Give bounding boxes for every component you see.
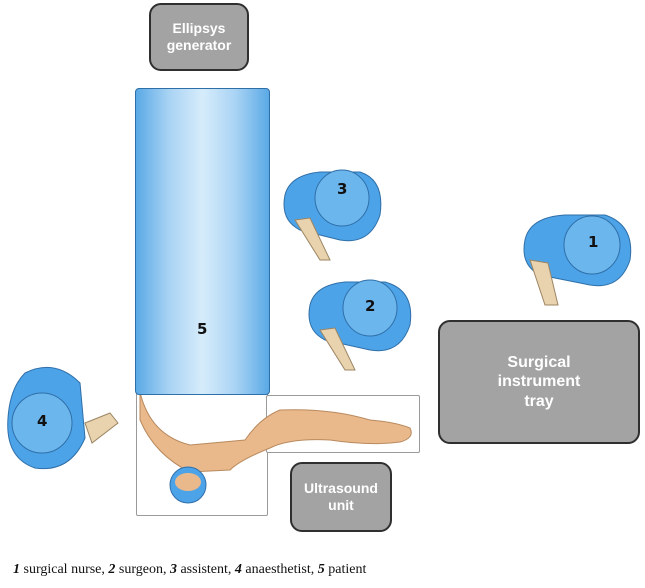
legend-num-5: 5 — [317, 562, 325, 577]
legend-text-5: patient — [324, 562, 367, 577]
patient-body-illustration — [139, 391, 412, 504]
patient-number-5: 5 — [197, 320, 208, 338]
generator-label-line2: generator — [166, 37, 232, 53]
legend-text-2: surgeon, — [115, 562, 170, 577]
surgeon-number-2: 2 — [365, 297, 376, 315]
assistant-figure — [283, 169, 382, 261]
legend-num-3: 3 — [169, 562, 177, 577]
surgical-nurse-figure — [523, 214, 632, 306]
tray-label-line3: tray — [524, 392, 554, 410]
legend-text-3: assistent, — [176, 562, 235, 577]
anaesthetist-figure — [7, 366, 119, 470]
legend-text-4: anaesthetist, — [241, 562, 318, 577]
legend-text-1: surgical nurse, — [20, 562, 109, 577]
ultrasound-unit-box: Ultrasound unit — [290, 462, 392, 532]
legend-num-1: 1 — [13, 562, 20, 577]
anaesthetist-number-4: 4 — [37, 412, 48, 430]
generator-label-line1: Ellipsys — [172, 20, 226, 37]
ellipsys-generator-box: Ellipsys generator — [149, 3, 249, 71]
tray-label-line1: Surgical — [507, 354, 571, 372]
surgeon-figure — [308, 279, 412, 371]
tray-label-line2: instrument — [497, 373, 581, 391]
assistant-number-3: 3 — [337, 180, 348, 198]
ultrasound-label-line1: Ultrasound — [304, 480, 378, 497]
figure-legend-caption: 1 surgical nurse, 2 surgeon, 3 assistent… — [13, 562, 366, 578]
legend-num-2: 2 — [108, 562, 116, 577]
sterile-drape — [135, 88, 270, 395]
surgical-instrument-tray-box: Surgical instrument tray — [438, 320, 640, 444]
legend-num-4: 4 — [234, 562, 242, 577]
ultrasound-label-line2: unit — [328, 497, 354, 513]
surgical-nurse-number-1: 1 — [588, 233, 599, 251]
